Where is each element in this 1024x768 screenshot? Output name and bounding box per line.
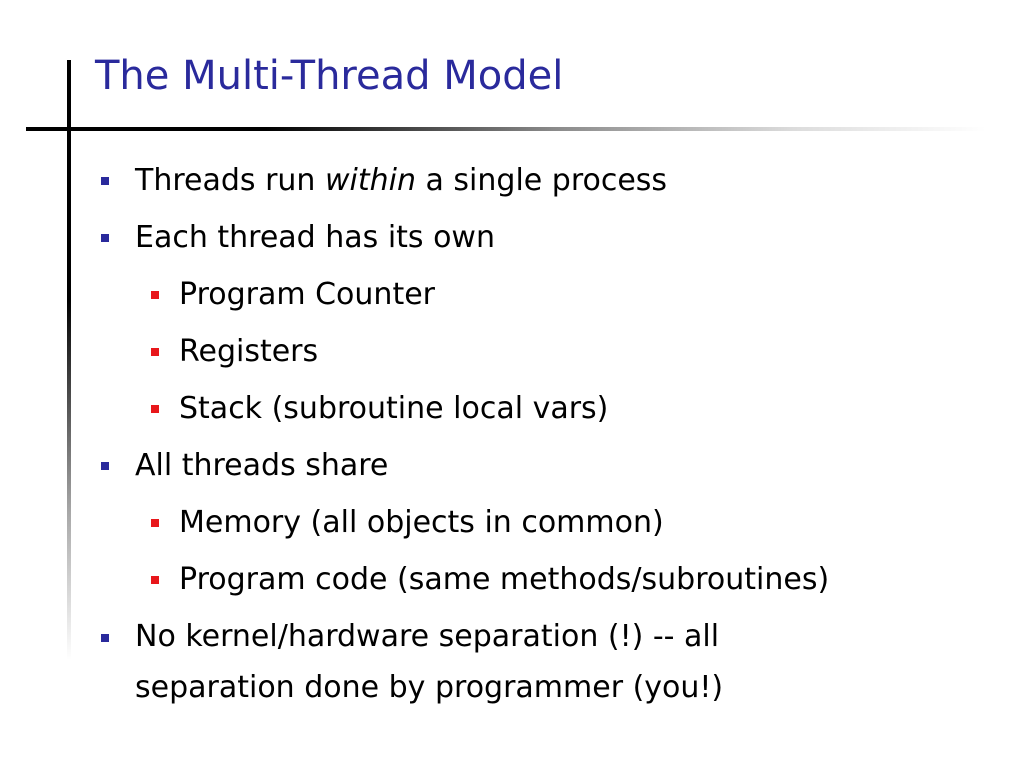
square-bullet-icon <box>101 462 109 470</box>
sub-bullet-item: Stack (subroutine local vars) <box>95 380 975 437</box>
sub-bullet-text: Program Counter <box>179 277 435 312</box>
square-bullet-icon <box>151 519 159 527</box>
emphasis-text: within <box>324 163 416 198</box>
bullet-text: No kernel/hardware separation (!) -- all… <box>135 619 724 705</box>
sub-bullet-item: Program Counter <box>95 266 975 323</box>
bullet-item: Each thread has its own <box>95 209 975 266</box>
square-bullet-icon <box>151 405 159 413</box>
sub-bullet-text: Registers <box>179 334 319 369</box>
square-bullet-icon <box>101 177 109 185</box>
sub-bullet-text: Memory (all objects in common) <box>179 505 664 540</box>
bullet-item: All threads share <box>95 437 975 494</box>
horizontal-rule <box>26 127 986 131</box>
sub-bullet-item: Memory (all objects in common) <box>95 494 975 551</box>
sub-bullet-item: Registers <box>95 323 975 380</box>
bullet-list: Threads run within a single process Each… <box>95 152 975 713</box>
sub-bullet-text: Program code (same methods/subroutines) <box>179 562 830 597</box>
square-bullet-icon <box>151 348 159 356</box>
bullet-item: No kernel/hardware separation (!) -- all… <box>95 608 975 713</box>
slide-title: The Multi-Thread Model <box>95 53 564 99</box>
bullet-text: Each thread has its own <box>135 220 495 255</box>
sub-bullet-item: Program code (same methods/subroutines) <box>95 551 975 608</box>
square-bullet-icon <box>101 634 109 642</box>
bullet-text: All threads share <box>135 448 389 483</box>
bullet-text: Threads run within a single process <box>135 163 668 198</box>
vertical-rule <box>67 60 71 660</box>
sub-bullet-text: Stack (subroutine local vars) <box>179 391 609 426</box>
square-bullet-icon <box>151 291 159 299</box>
square-bullet-icon <box>101 234 109 242</box>
square-bullet-icon <box>151 576 159 584</box>
bullet-item: Threads run within a single process <box>95 152 975 209</box>
